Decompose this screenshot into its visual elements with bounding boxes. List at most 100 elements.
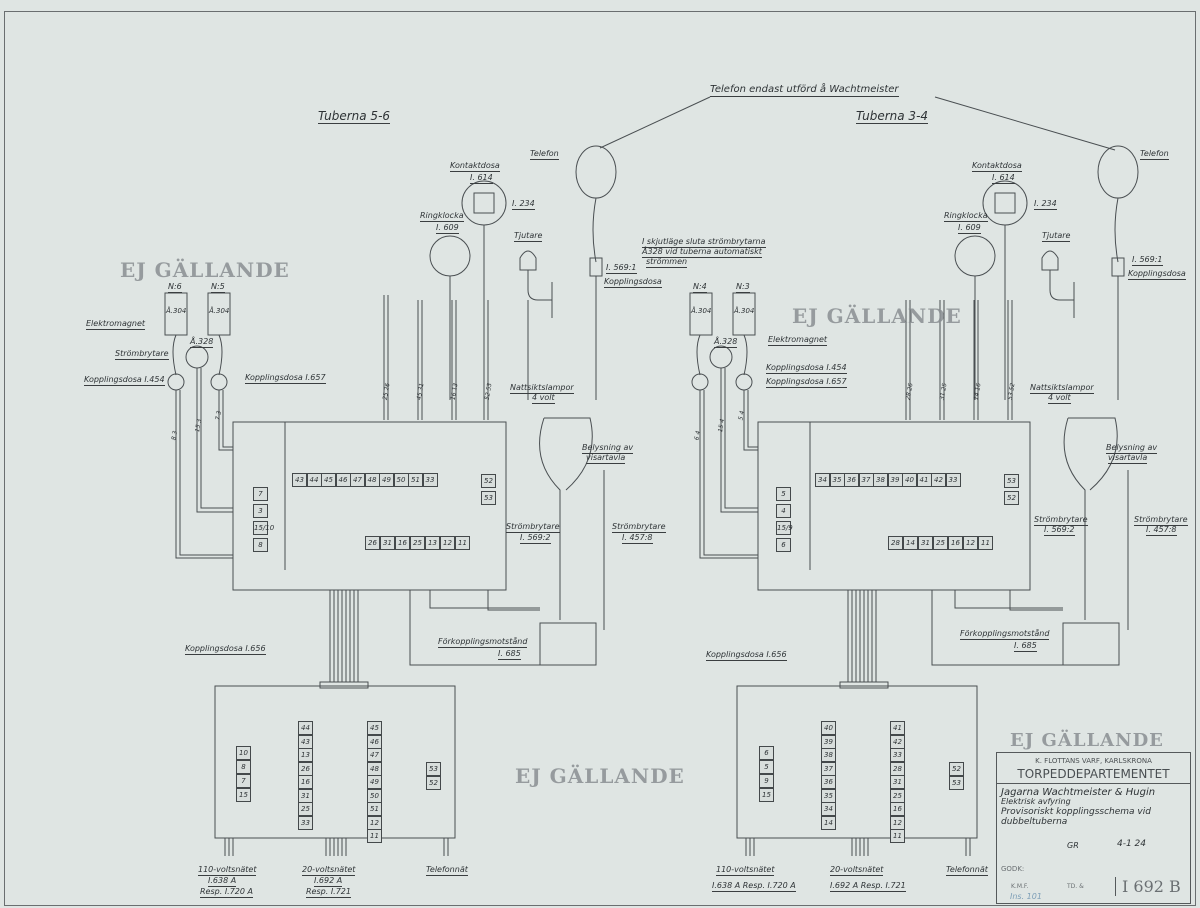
label-i234: I. 234: [512, 199, 535, 210]
terminal-lower-mid: 26: [298, 761, 313, 776]
ringklocka-symbol-right: [954, 235, 996, 277]
tb-subject-1: Jagarna Wachtmeister & Hugin: [1001, 787, 1156, 798]
terminal-lower-mid: 39: [821, 734, 836, 749]
terminal-bottom: 12: [440, 536, 455, 550]
label-telefon: Telefon: [530, 149, 559, 160]
label-telefon-right: Telefon: [1140, 149, 1169, 160]
terminal-lower-left: 15: [236, 788, 251, 802]
terminal-lower-mid: 14: [821, 815, 836, 830]
label-net20-ref-right: I.692 A Resp. I.721: [830, 881, 906, 892]
terminal-lower-mid: 34: [821, 802, 836, 816]
label-strombrytare-569-ref: I. 569:2: [520, 533, 551, 544]
terminal-left: 3: [253, 504, 268, 518]
label-forkoppling: Förkopplingsmotstånd: [438, 637, 528, 648]
label-net20-ref: I.692 A: [314, 876, 343, 887]
label-a328-right: Å.328: [714, 337, 738, 348]
terminal-bottom: 16: [395, 536, 410, 550]
label-net20-resp: Resp. I.721: [306, 887, 351, 898]
label-nattsikt-volt: 4 volt: [532, 393, 555, 404]
terminal-top: 47: [350, 473, 365, 487]
terminal-lower-left: 5: [759, 760, 774, 774]
terminal-top: 35: [829, 473, 845, 487]
terminal-lower-mid: 12: [890, 815, 905, 830]
kontaktdosa-symbol-right: [982, 180, 1028, 226]
drawing-frame: [4, 11, 1196, 906]
label-forkoppling-right: Förkopplingsmotstånd: [960, 629, 1050, 640]
telefon-symbol: [575, 145, 617, 199]
terminal-left: 15/10: [253, 521, 274, 535]
label-kontaktdosa-right: Kontaktdosa: [972, 161, 1022, 172]
tb-td: TD. &: [1067, 883, 1084, 890]
label-i569-1-right: I. 569:1: [1132, 255, 1163, 266]
terminal-lower-left: 7: [236, 774, 251, 788]
terminal-left: 15/9: [776, 521, 793, 535]
terminal-lower-mid: 36: [821, 775, 836, 789]
label-elektromagnet-right: Elektromagnet: [768, 335, 828, 346]
label-forkoppling-ref: I. 685: [498, 649, 521, 660]
label-net110: 110-voltsnätet: [198, 865, 257, 876]
tb-date: 4-1 24: [1117, 839, 1147, 849]
label-kopplingsdosa-454-right: Kopplingsdosa I.454: [766, 363, 847, 374]
terminal-lower-mid: 25: [890, 788, 905, 803]
stamp-ej-gallande-titleblock: EJ GÄLLANDE: [1010, 730, 1164, 751]
note-line-3: strömmen: [646, 257, 688, 268]
terminal-lower-mid: 51: [367, 802, 382, 816]
terminal-lower-mid: 50: [367, 788, 382, 803]
terminal-lower-mid: 37: [821, 761, 836, 776]
label-net110-right: 110-voltsnätet: [716, 865, 775, 876]
label-ringklocka-right: Ringklocka: [944, 211, 988, 222]
terminal-lower-mid: 47: [367, 748, 382, 762]
terminal-top: 33: [945, 473, 961, 487]
label-kopplingsdosa: Kopplingsdosa: [604, 277, 662, 288]
terminal-lower-right: 52: [426, 776, 441, 790]
label-strombrytare-457-ref-right: I. 457:8: [1146, 525, 1177, 536]
magnet-ref: Å.304: [734, 307, 755, 315]
label-a328: Å.328: [190, 337, 214, 348]
label-kopplingsdosa-657: Kopplingsdosa I.657: [245, 373, 326, 384]
kopplingsdosa-454-5: [210, 373, 228, 391]
label-kontaktdosa-ref: I. 614: [470, 173, 493, 184]
terminal-right: 52: [481, 474, 496, 488]
terminal-lower-mid: 16: [298, 775, 313, 789]
terminal-lower-left: 8: [236, 760, 251, 774]
tb-drawn-by: GR: [1067, 841, 1079, 850]
terminal-lower-mid: 42: [890, 734, 905, 749]
label-strombrytare-569: Strömbrytare: [506, 522, 560, 533]
label-magnet-6: N:6: [168, 282, 182, 293]
label-kopplingsdosa-454: Kopplingsdosa I.454: [84, 375, 165, 386]
terminal-right: 53: [1004, 474, 1019, 488]
label-belysning: Belysning av: [582, 443, 634, 454]
terminal-lower-right: 53: [949, 776, 964, 790]
terminal-lower-mid: 11: [367, 829, 382, 843]
label-net110-ref-right: I.638 A Resp. I.720 A: [712, 881, 796, 892]
kopplingsdosa-657-box: [232, 421, 507, 591]
label-telefonnat: Telefonnät: [426, 865, 468, 876]
label-i234-right: I. 234: [1034, 199, 1057, 210]
tb-subject-2: Elektrisk avfyring: [1001, 797, 1071, 806]
tb-subject-4: dubbeltuberna: [1001, 817, 1068, 827]
terminal-lower-left: 10: [236, 746, 251, 760]
terminal-bottom: 25: [933, 536, 948, 550]
note-line-1: I skjutläge sluta strömbrytarna: [642, 237, 766, 248]
tb-subject-3: Provisoriskt kopplingsschema vid: [1001, 807, 1151, 817]
terminal-bottom: 16: [948, 536, 963, 550]
kontaktdosa-symbol: [461, 180, 507, 226]
magnet-ref: Å.304: [691, 307, 712, 315]
label-nattsikt-volt-right: 4 volt: [1048, 393, 1071, 404]
terminal-bottom: 12: [963, 536, 978, 550]
label-belysning-right: visartavla: [1108, 453, 1148, 464]
terminal-lower-mid: 28: [890, 761, 905, 776]
terminal-bottom: 31: [380, 536, 395, 550]
terminal-lower-mid: 12: [367, 815, 382, 830]
label-kontaktdosa-ref-right: I. 614: [992, 173, 1015, 184]
stamp-ej-gallande: EJ GÄLLANDE: [792, 304, 962, 328]
strombrytare-a328: [185, 345, 209, 369]
label-kopplingsdosa-656: Kopplingsdosa I.656: [185, 644, 266, 655]
terminal-lower-mid: 33: [298, 815, 313, 830]
terminal-lower-mid: 48: [367, 761, 382, 776]
label-net110-resp: Resp. I.720 A: [200, 887, 253, 898]
terminal-lower-mid: 25: [298, 802, 313, 816]
title-block: K. FLOTTANS VARF, KARLSKRONA TORPEDDEPAR…: [996, 752, 1191, 904]
stamp-ej-gallande: EJ GÄLLANDE: [515, 764, 685, 788]
